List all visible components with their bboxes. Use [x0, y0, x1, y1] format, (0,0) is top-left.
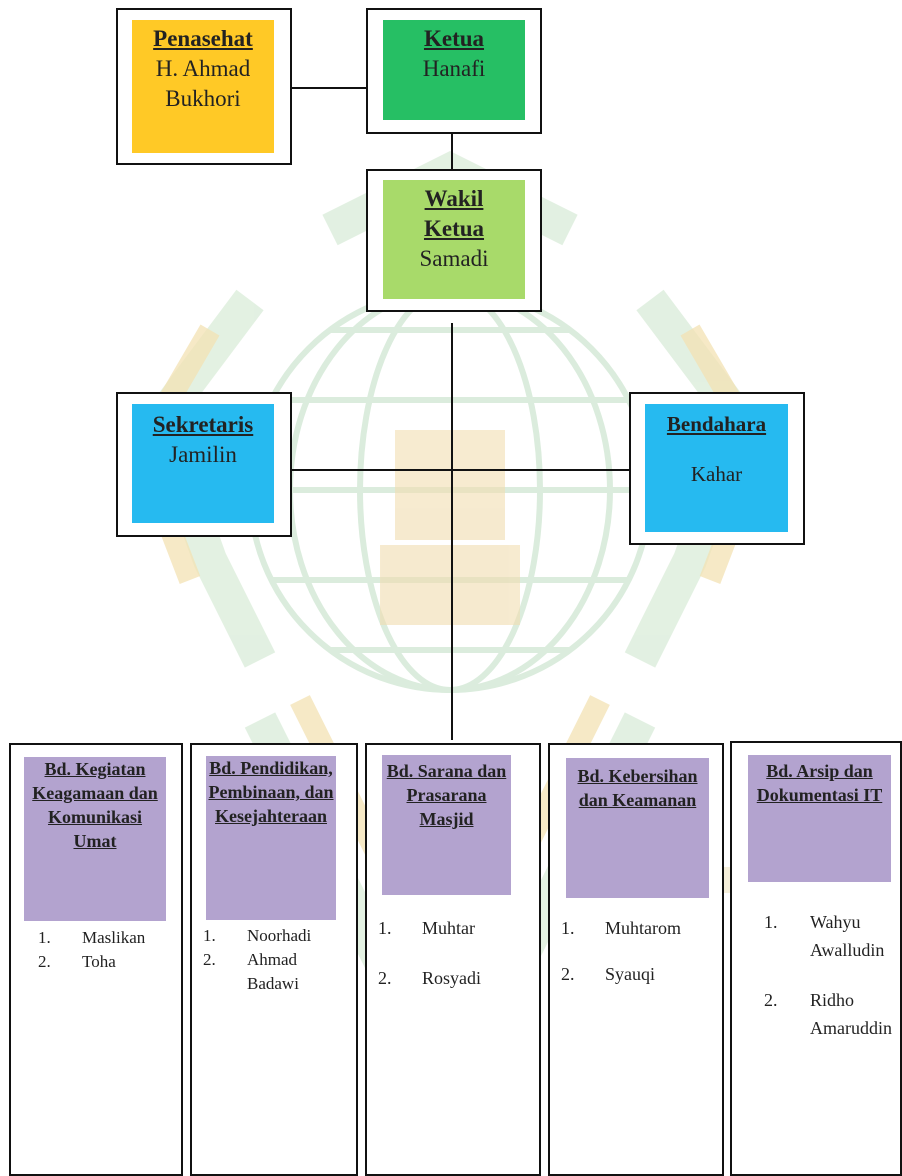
list-item: 2.Ahmad Badawi [203, 950, 299, 993]
bidang-5-title: Bd. Arsip dan Dokumentasi IT [756, 761, 883, 805]
sekretaris-card: Sekretaris Jamilin [132, 404, 274, 523]
list-item: 1.Maslikan [38, 928, 146, 947]
penasehat-title: Penasehat [153, 26, 253, 51]
list-item: 1.Wahyu Awalludin [764, 912, 885, 960]
list-item: 1.Noorhadi [203, 926, 312, 945]
bidang-4-card: Bd. Kebersihan dan Keamanan [566, 758, 709, 898]
list-item: 2.Rosyadi [378, 968, 482, 988]
sekretaris-title: Sekretaris [152, 412, 254, 437]
wakil-ketua-name: Samadi [419, 246, 489, 271]
bidang-4-title: Bd. Kebersihan dan Keamanan [577, 766, 698, 810]
ketua-title: Ketua [423, 26, 485, 51]
bidang-2-card: Bd. Pendidikan, Pembinaan, dan Kesejahte… [206, 756, 336, 920]
bidang-5-members: 1.Wahyu Awalludin 2.Ridho Amaruddin [764, 908, 892, 1042]
bendahara-title: Bendahara [666, 412, 767, 436]
bidang-2-title: Bd. Pendidikan, Pembinaan, dan Kesejahte… [208, 758, 334, 826]
ketua-name: Hanafi [422, 56, 486, 81]
bendahara-name: Kahar [690, 462, 743, 486]
list-item: 1.Muhtar [378, 918, 475, 938]
bidang-3-members: 1.Muhtar 2.Rosyadi [378, 914, 528, 992]
bidang-3-card: Bd. Sarana dan Prasarana Masjid [382, 755, 511, 895]
bidang-1-card: Bd. Kegiatan Keagamaan dan Komunikasi Um… [24, 757, 166, 921]
bidang-4-members: 1.Muhtarom 2.Syauqi [561, 914, 711, 988]
sekretaris-name: Jamilin [169, 442, 237, 467]
bidang-3-title: Bd. Sarana dan Prasarana Masjid [386, 761, 507, 829]
bidang-2-members: 1.Noorhadi 2.Ahmad Badawi [203, 924, 335, 996]
bidang-1-title: Bd. Kegiatan Keagamaan dan Komunikasi Um… [32, 759, 158, 851]
ketua-card: Ketua Hanafi [383, 20, 525, 120]
bidang-1-members: 1.Maslikan 2.Toha [38, 926, 164, 974]
list-item: 2.Toha [38, 952, 116, 971]
wakil-ketua-card: Wakil Ketua Samadi [383, 180, 525, 299]
bidang-5-card: Bd. Arsip dan Dokumentasi IT [748, 755, 891, 882]
penasehat-name: H. Ahmad Bukhori [155, 56, 251, 111]
list-item: 2.Ridho Amaruddin [764, 990, 892, 1038]
bendahara-card: Bendahara Kahar [645, 404, 788, 532]
list-item: 1.Muhtarom [561, 918, 681, 938]
list-item: 2.Syauqi [561, 964, 656, 984]
penasehat-card: Penasehat H. Ahmad Bukhori [132, 20, 274, 153]
wakil-ketua-title: Wakil Ketua [423, 186, 485, 241]
